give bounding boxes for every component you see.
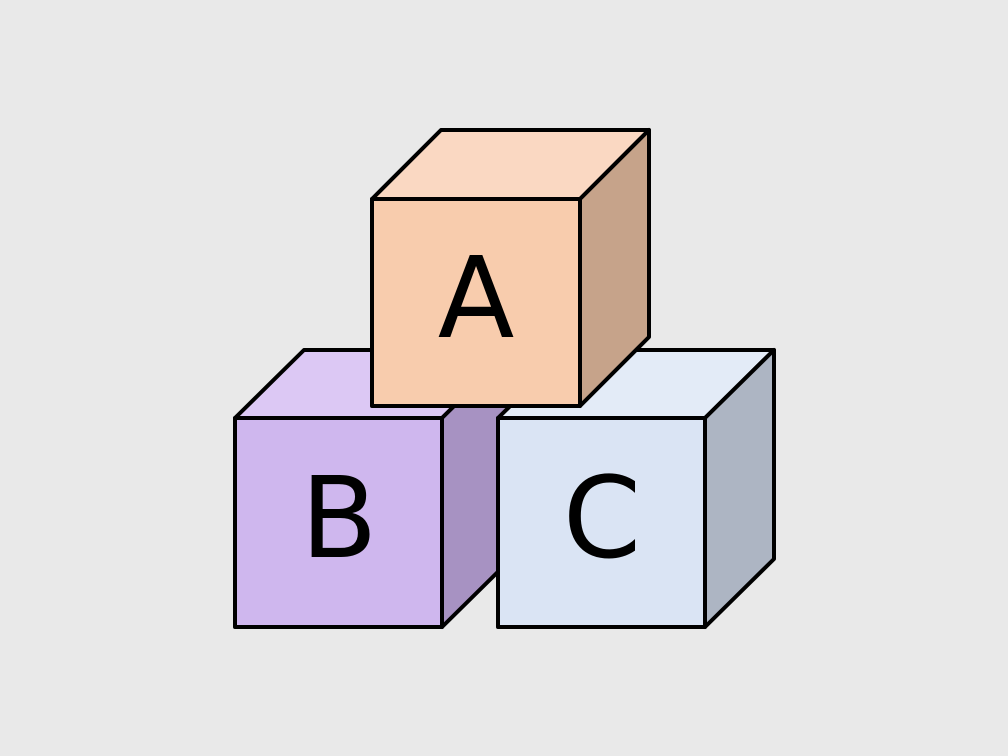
- block-c-letter: C: [563, 454, 641, 584]
- block-a-letter: A: [438, 234, 515, 364]
- block-c-front-face: [496, 416, 707, 629]
- block-a-front-face: [370, 197, 582, 408]
- block-b-front-face: [233, 416, 444, 629]
- block-b-letter: B: [301, 454, 378, 584]
- block-a: A: [370, 128, 651, 408]
